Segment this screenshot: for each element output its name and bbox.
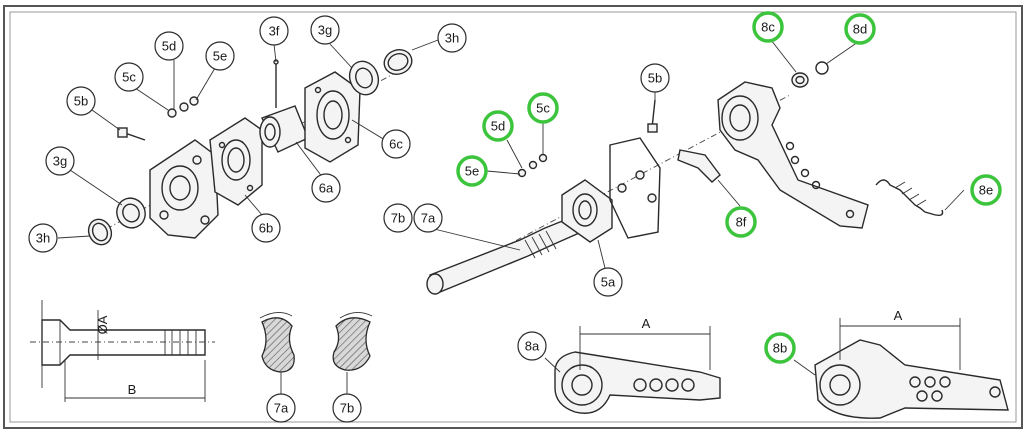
callout-7a: 7a [413, 203, 443, 233]
svg-text:5b: 5b [74, 94, 88, 109]
inner-frame [9, 11, 1017, 423]
callout-7b-bottom: 7b [332, 393, 362, 423]
arm-length-a-left: A [642, 316, 651, 331]
svg-text:5d: 5d [162, 39, 176, 54]
callout-3g-top: 3g [310, 15, 340, 45]
callout-5d-left: 5d [154, 31, 184, 61]
callout-8e: 8e [970, 174, 1002, 206]
svg-text:3h: 3h [36, 231, 50, 246]
right-exploded-assembly [426, 61, 944, 295]
rotation-arrow-7b [339, 312, 373, 319]
svg-text:7a: 7a [421, 211, 436, 226]
callout-8c: 8c [752, 11, 784, 43]
svg-text:7a: 7a [274, 401, 289, 416]
svg-text:5c: 5c [122, 70, 136, 85]
cam-section-7b [332, 317, 371, 371]
svg-text:5e: 5e [465, 164, 479, 179]
leader-lines [57, 39, 965, 394]
callout-5b-left: 5b [66, 86, 96, 116]
svg-text:5b: 5b [648, 71, 662, 86]
callout-3f: 3f [259, 16, 289, 46]
svg-text:7b: 7b [391, 211, 405, 226]
callout-5c-right: 5c [527, 92, 559, 124]
svg-text:5d: 5d [491, 119, 505, 134]
svg-text:6a: 6a [319, 181, 334, 196]
svg-text:6b: 6b [259, 221, 273, 236]
callout-5a: 5a [593, 267, 623, 297]
svg-text:5c: 5c [536, 101, 550, 116]
callout-7a-bottom: 7a [266, 393, 296, 423]
slack-adjuster-8b-drawing [814, 318, 1009, 419]
callout-8b: 8b [764, 332, 796, 364]
arm-length-a-right: A [894, 308, 903, 323]
callout-5e-right: 5e [456, 155, 488, 187]
svg-text:3f: 3f [269, 24, 280, 39]
svg-text:5a: 5a [601, 275, 616, 290]
cam-section-7a [261, 317, 295, 373]
callout-3g-left: 3g [45, 146, 75, 176]
callout-8f: 8f [725, 206, 757, 238]
svg-text:8c: 8c [761, 20, 775, 35]
svg-text:3g: 3g [53, 154, 67, 169]
svg-text:6c: 6c [389, 137, 403, 152]
callout-6b: 6b [251, 213, 281, 243]
svg-text:3g: 3g [318, 23, 332, 38]
callout-5d-right: 5d [482, 110, 514, 142]
svg-text:8a: 8a [525, 339, 540, 354]
callout-6a: 6a [311, 173, 341, 203]
slack-adjuster-8a-drawing [554, 326, 721, 414]
svg-text:8d: 8d [853, 22, 867, 37]
callout-3h-top: 3h [437, 23, 467, 53]
callout-8d: 8d [844, 13, 876, 45]
svg-text:8f: 8f [736, 215, 747, 230]
callout-7b: 7b [383, 203, 413, 233]
svg-text:8e: 8e [979, 183, 993, 198]
svg-text:7b: 7b [340, 401, 354, 416]
length-b-label: B [128, 382, 137, 397]
rotation-arrow-7a [259, 312, 293, 319]
callout-5c-left: 5c [114, 62, 144, 92]
callout-5e-left: 5e [205, 41, 235, 71]
callout-8a: 8a [517, 331, 547, 361]
svg-text:5e: 5e [213, 49, 227, 64]
svg-text:3h: 3h [445, 31, 459, 46]
left-exploded-assembly [87, 49, 413, 246]
svg-text:8b: 8b [773, 341, 787, 356]
callout-5b-right: 5b [640, 63, 670, 93]
callout-3h-left: 3h [28, 223, 58, 253]
diameter-a-label: ØA [95, 315, 110, 334]
shaft-dimension-drawing [30, 300, 215, 402]
callout-6c: 6c [381, 129, 411, 159]
